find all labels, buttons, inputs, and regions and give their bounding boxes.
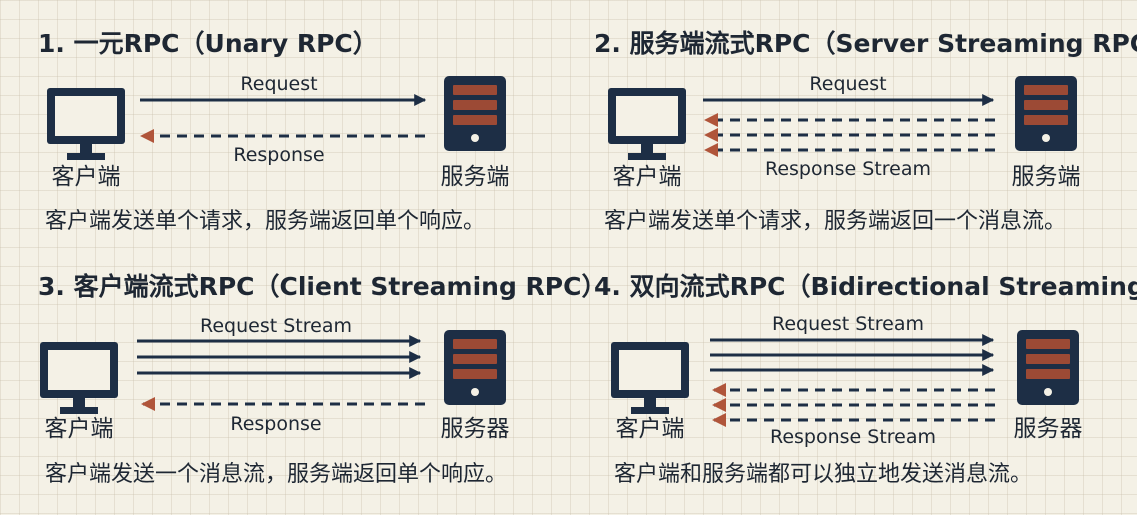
response-arrowhead (140, 129, 154, 143)
client-monitor-icon (40, 342, 118, 414)
request-label: Request (240, 73, 317, 95)
response-arrowhead (141, 397, 155, 411)
response-arrowhead (712, 383, 726, 397)
client-label: 客户端 (616, 416, 685, 442)
client-label: 客户端 (52, 164, 121, 190)
response-label: Response (233, 144, 324, 166)
response-label: Response Stream (770, 426, 936, 448)
panel-title: 2. 服务端流式RPC（Server Streaming RPC） (594, 29, 1137, 58)
response-arrowhead (712, 398, 726, 412)
panel-server-streaming: 2. 服务端流式RPC（Server Streaming RPC） 客户端 Re… (594, 29, 1137, 234)
panel-bidirectional-streaming: 4. 双向流式RPC（Bidirectional Streaming RPC） … (594, 272, 1137, 487)
client-label: 客户端 (45, 416, 114, 442)
client-monitor-icon (608, 88, 686, 160)
server-icon (1015, 76, 1077, 151)
server-icon (1017, 330, 1079, 405)
panel-client-streaming: 3. 客户端流式RPC（Client Streaming RPC） 客户端 Re… (38, 272, 606, 487)
response-label: Response Stream (765, 158, 931, 180)
server-label: 服务端 (1012, 164, 1081, 190)
panel-unary: 1. 一元RPC（Unary RPC） 客户端 Request Response… (38, 29, 510, 234)
response-arrowhead (704, 113, 718, 127)
server-label: 服务端 (441, 164, 510, 190)
request-label: Request Stream (200, 315, 352, 337)
server-label: 服务器 (441, 416, 510, 442)
client-monitor-icon (47, 88, 125, 160)
panel-title: 1. 一元RPC（Unary RPC） (38, 29, 378, 58)
server-icon (444, 330, 506, 405)
panel-description: 客户端发送单个请求，服务端返回单个响应。 (45, 209, 485, 234)
server-icon (444, 76, 506, 151)
response-arrowhead (704, 143, 718, 157)
response-label: Response (230, 413, 321, 435)
panel-description: 客户端发送单个请求，服务端返回一个消息流。 (604, 209, 1066, 234)
response-arrowhead (712, 413, 726, 427)
request-label: Request (809, 73, 886, 95)
panel-description: 客户端发送一个消息流，服务端返回单个响应。 (45, 462, 507, 487)
response-arrowhead (704, 128, 718, 142)
panel-title: 4. 双向流式RPC（Bidirectional Streaming RPC） (594, 272, 1137, 301)
request-label: Request Stream (772, 313, 924, 335)
server-label: 服务器 (1014, 416, 1083, 442)
panel-title: 3. 客户端流式RPC（Client Streaming RPC） (38, 272, 606, 301)
panel-description: 客户端和服务端都可以独立地发送消息流。 (614, 462, 1032, 487)
client-monitor-icon (611, 342, 689, 414)
client-label: 客户端 (613, 164, 682, 190)
